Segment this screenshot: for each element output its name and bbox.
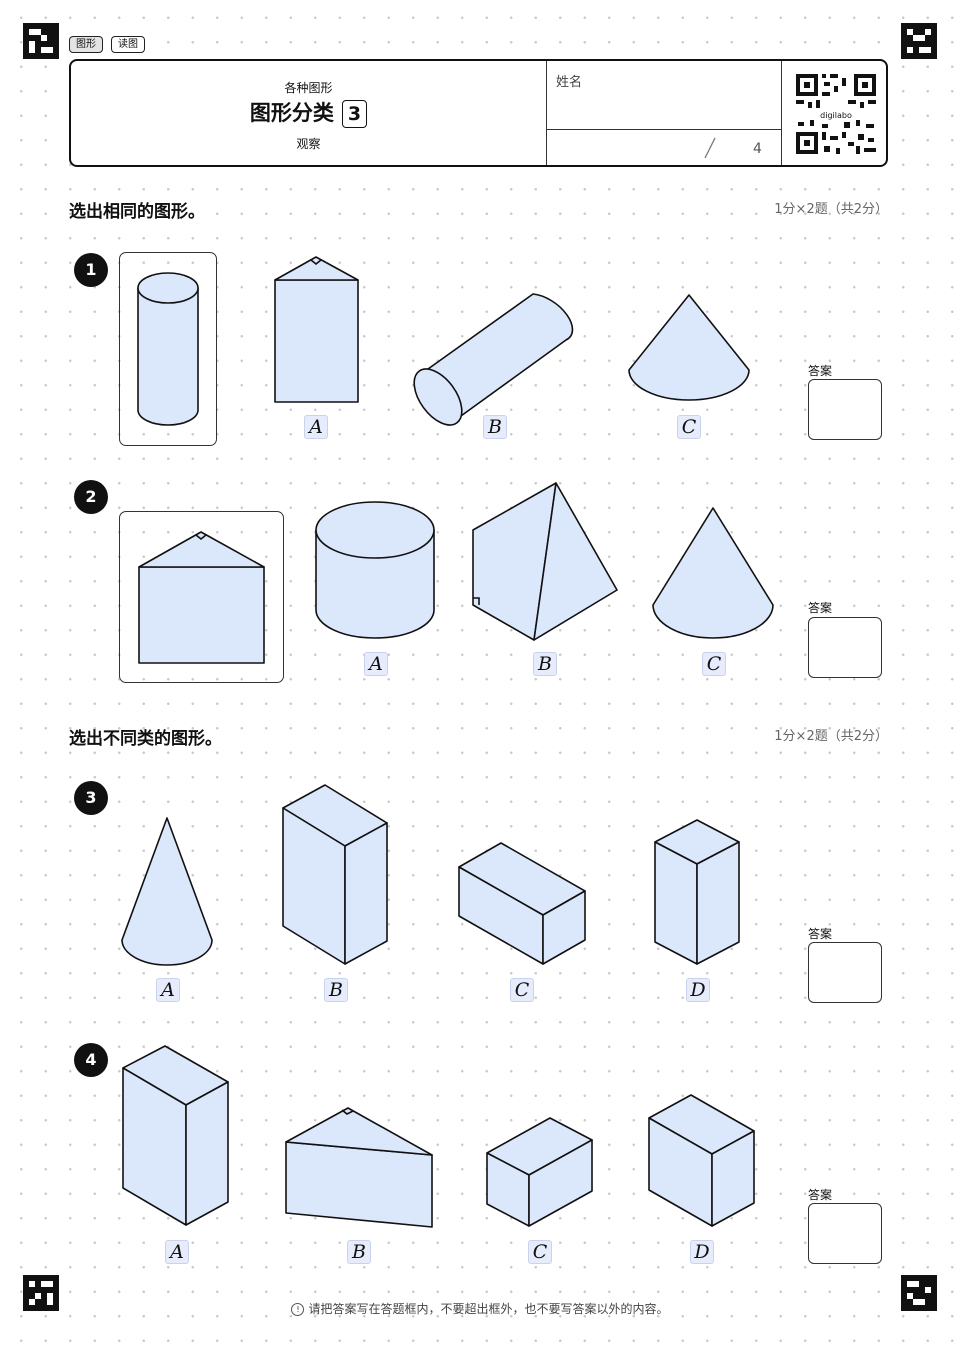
name-label: 姓名 <box>556 75 583 90</box>
q2-option-a[interactable]: A <box>364 652 388 676</box>
header-divider-qr <box>781 61 782 165</box>
section-title-same: 选出相同的图形。 <box>69 202 205 222</box>
header-category: 各种图形 <box>284 81 333 95</box>
header-subtitle: 观察 <box>296 137 321 151</box>
corner-marker-bottom-right <box>901 1275 937 1311</box>
reference-frame-1 <box>119 252 217 446</box>
section-points-same: 1分×2题（共2分） <box>774 202 888 217</box>
question-number-3: 3 <box>74 781 108 815</box>
q1-option-b[interactable]: B <box>483 415 507 439</box>
question-number-4: 4 <box>74 1043 108 1077</box>
tag-reading: 读图 <box>111 36 145 53</box>
q4-option-a-tall-box <box>122 1045 229 1226</box>
q3-answer-label: 答案 <box>808 927 833 941</box>
q1-option-c[interactable]: C <box>677 415 701 439</box>
q2-answer-label: 答案 <box>808 601 833 615</box>
question-number-2: 2 <box>74 480 108 514</box>
qr-code: digilabo <box>794 72 878 156</box>
q2-option-c-cone <box>652 507 774 639</box>
question-number-1: 1 <box>74 253 108 287</box>
q4-answer-box[interactable] <box>808 1203 882 1264</box>
q3-option-a[interactable]: A <box>156 978 180 1002</box>
q4-shapes <box>122 1045 755 1228</box>
q3-option-b[interactable]: B <box>324 978 348 1002</box>
tag-shape: 图形 <box>69 36 103 53</box>
title-text: 图形分类 <box>249 101 334 125</box>
q3-option-a-cone <box>121 817 213 966</box>
q1-shapes <box>137 256 750 426</box>
corner-marker-bottom-left <box>23 1275 59 1311</box>
q2-option-b-wedge <box>472 482 618 641</box>
score-total: 4 <box>753 141 762 157</box>
q3-option-c[interactable]: C <box>510 978 534 1002</box>
q2-reference-triangular-prism <box>138 531 265 664</box>
q2-option-b[interactable]: B <box>533 652 557 676</box>
q2-shapes <box>138 482 774 664</box>
worksheet-header: 各种图形 图形分类 3 观察 姓名 4 digilabo <box>69 59 888 167</box>
q1-option-a-triangular-prism <box>274 256 359 403</box>
section-points-different: 1分×2题（共2分） <box>774 729 888 744</box>
q4-option-b-triangular-prism <box>285 1107 433 1228</box>
q3-answer-box[interactable] <box>808 942 882 1003</box>
q4-option-c[interactable]: C <box>528 1240 552 1264</box>
qr-caption: digilabo <box>820 111 852 120</box>
footer-note: !请把答案写在答题框内，不要超出框外，也不要写答案以外的内容。 <box>0 1300 960 1317</box>
header-row-divider <box>547 129 781 130</box>
q4-answer-label: 答案 <box>808 1188 833 1202</box>
q3-shapes <box>121 784 740 966</box>
q1-reference-cylinder <box>137 272 199 426</box>
q1-option-c-cone <box>628 294 750 401</box>
section-title-different: 选出不同类的图形。 <box>69 729 222 749</box>
q4-option-c-small-box <box>486 1117 593 1227</box>
q4-option-d-cube <box>648 1094 755 1227</box>
q4-option-a[interactable]: A <box>165 1240 189 1264</box>
q3-option-b-tall-box <box>282 784 388 965</box>
info-icon: ! <box>291 1303 305 1316</box>
header-title: 图形分类 3 <box>71 97 546 128</box>
q1-option-a[interactable]: A <box>304 415 328 439</box>
title-number: 3 <box>341 100 368 128</box>
q3-option-d[interactable]: D <box>686 978 710 1002</box>
corner-marker-top-right <box>901 23 937 59</box>
q1-answer-box[interactable] <box>808 379 882 440</box>
q3-option-d-upright-box <box>654 819 740 965</box>
q2-answer-box[interactable] <box>808 617 882 678</box>
q4-option-b[interactable]: B <box>347 1240 371 1264</box>
score-slash <box>704 137 716 159</box>
q4-option-d[interactable]: D <box>690 1240 714 1264</box>
q1-answer-label: 答案 <box>808 364 833 378</box>
header-divider <box>546 61 547 165</box>
q3-option-c-lying-box <box>458 842 586 965</box>
q1-option-b-lying-cylinder <box>413 293 574 426</box>
reference-frame-2 <box>119 511 284 683</box>
q2-option-c[interactable]: C <box>702 652 726 676</box>
footer-text: 请把答案写在答题框内，不要超出框外，也不要写答案以外的内容。 <box>308 1302 669 1316</box>
corner-marker-top-left <box>23 23 59 59</box>
q2-option-a-cylinder <box>315 501 435 639</box>
